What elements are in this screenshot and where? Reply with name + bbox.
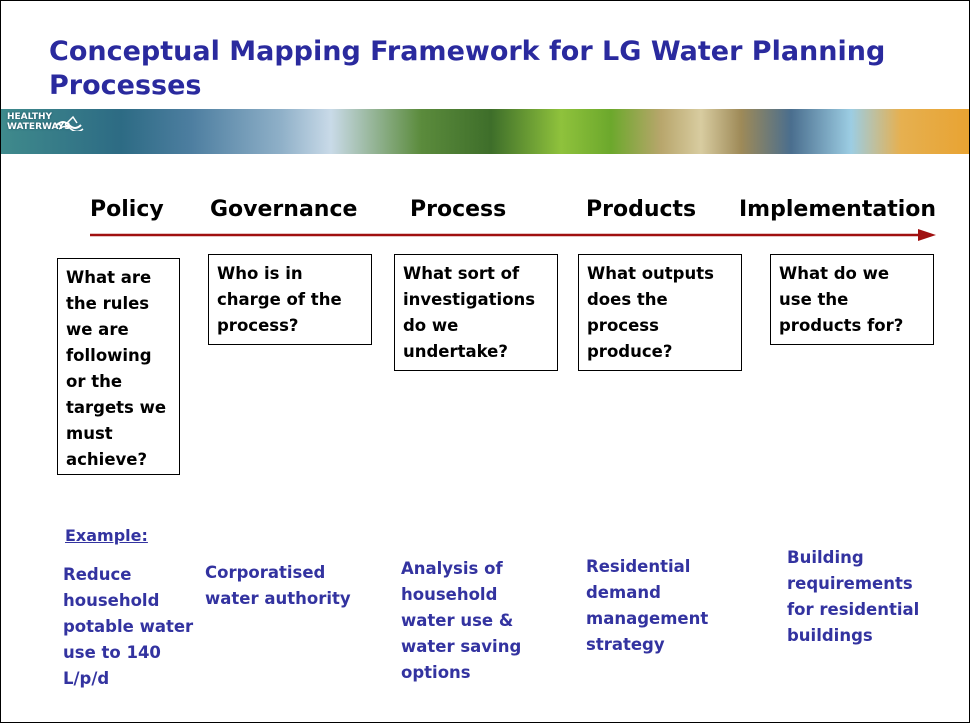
question-box-policy: What are the rules we are following or t… — [57, 258, 180, 475]
timeline-arrow — [90, 229, 936, 241]
example-products: Residential demand management strategy — [586, 557, 709, 654]
example-policy: Reduce household potable water use to 14… — [63, 565, 194, 688]
example-governance: Corporatised water authority — [205, 563, 351, 608]
logo-line2: WATERWAYS — [7, 122, 71, 132]
question-box-products: What outputs does the process produce? — [578, 254, 742, 371]
example-process: Analysis of household water use & water … — [401, 559, 522, 682]
stage-heading-policy: Policy — [90, 197, 164, 222]
stage-heading-implementation: Implementation — [739, 197, 937, 222]
wave-logo-icon — [56, 115, 84, 131]
stage-heading-governance: Governance — [210, 197, 358, 222]
stage-heading-process: Process — [410, 197, 507, 222]
question-box-implementation: What do we use the products for? — [770, 254, 934, 345]
photo-banner: HEALTHY WATERWAYS — [1, 109, 969, 154]
question-box-governance: Who is in charge of the process? — [208, 254, 372, 345]
example-label: Example: — [65, 526, 148, 545]
healthy-waterways-logo: HEALTHY WATERWAYS — [7, 112, 71, 132]
example-implementation: Building requirements for residential bu… — [787, 548, 920, 645]
slide-title: Conceptual Mapping Framework for LG Wate… — [49, 36, 886, 101]
logo-line1: HEALTHY — [7, 112, 53, 122]
stage-heading-products: Products — [586, 197, 697, 222]
question-box-process: What sort of investigations do we undert… — [394, 254, 558, 371]
